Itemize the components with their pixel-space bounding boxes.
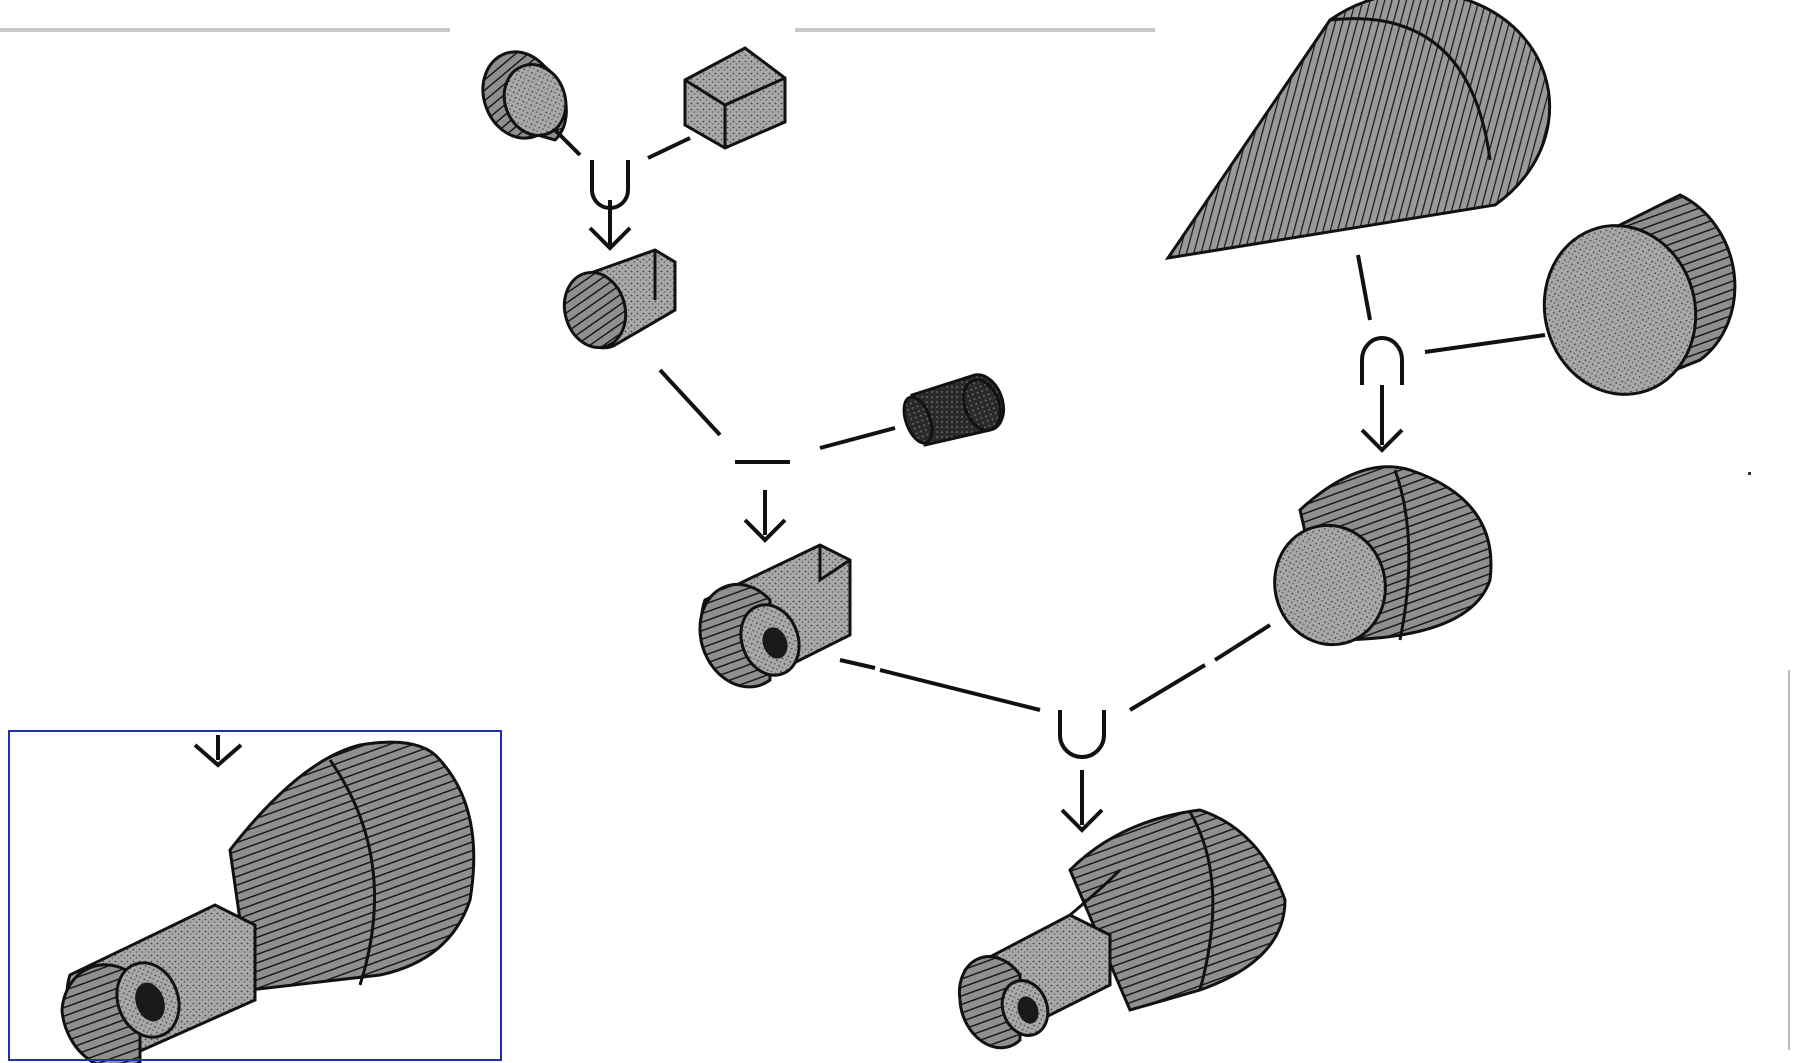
connectors-final-union <box>839 623 1272 833</box>
edge-mark <box>1788 670 1790 1050</box>
primitive-cylinder <box>481 50 568 142</box>
connectors-top-union <box>553 128 691 251</box>
union-symbol-top <box>590 160 630 210</box>
connectors-difference <box>658 368 896 543</box>
result-final-part <box>958 808 1287 1050</box>
stray-dot <box>1748 472 1751 475</box>
primitive-box <box>683 46 787 150</box>
primitive-cone <box>1164 0 1552 261</box>
top-rule-left <box>0 28 450 32</box>
connectors-intersection <box>1356 254 1546 453</box>
primitive-cylinder-small <box>902 373 1006 447</box>
inset-frame <box>8 730 502 1061</box>
result-truncated-cone <box>1273 465 1493 647</box>
top-rule-right <box>795 28 1155 32</box>
inset-final-part <box>60 735 476 1063</box>
primitive-cylinder-large <box>1542 193 1737 396</box>
result-eye-block <box>698 543 852 689</box>
union-symbol-final <box>1058 710 1106 759</box>
result-rounded-block <box>562 248 677 350</box>
intersection-symbol <box>1360 336 1404 385</box>
